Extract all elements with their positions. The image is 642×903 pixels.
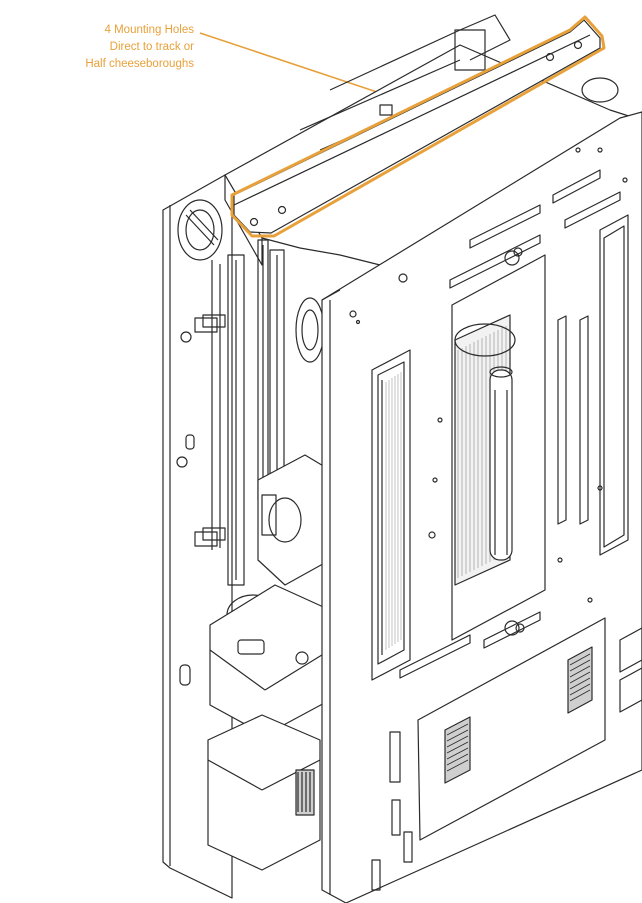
mounting-hole [277, 205, 287, 215]
callout-line-1: 4 Mounting Holes [104, 24, 195, 36]
mounting-holes-callout: 4 Mounting Holes Direct to track or Half… [0, 22, 194, 73]
mounting-hole [249, 217, 259, 227]
callout-line-3: Half cheeseboroughs [85, 58, 194, 70]
guide-rail [194, 239, 285, 586]
motor-housing [207, 454, 331, 871]
callout-line-2: Direct to track or [109, 41, 194, 53]
left-slot-mesh [385, 372, 402, 650]
mounting-hole [573, 40, 583, 50]
spool-drum [454, 250, 520, 636]
mounting-hole [545, 52, 555, 62]
rear-plate [162, 174, 233, 899]
vent-grilles [417, 617, 606, 841]
top-mounting-bar [230, 15, 606, 238]
